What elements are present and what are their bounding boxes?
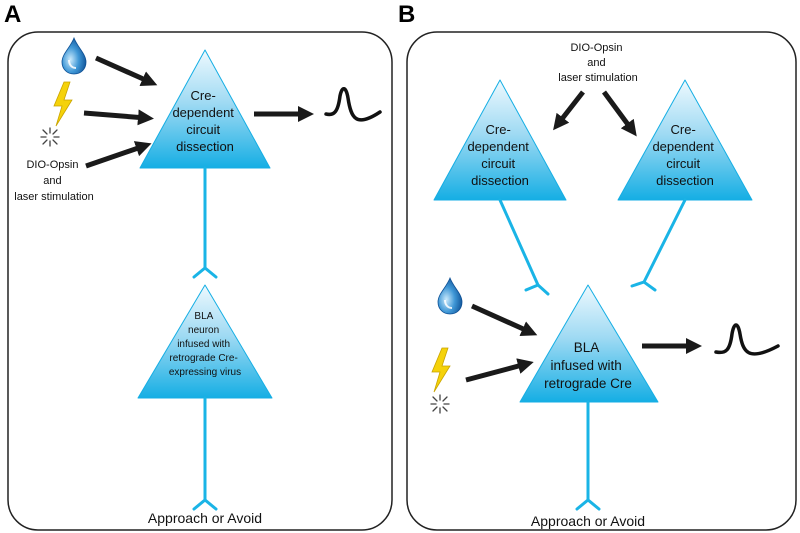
panel-b-left-axon-terminal [524, 283, 550, 296]
panel-a-top-axon-terminal [192, 266, 218, 279]
panel-b-right-axon [642, 198, 687, 284]
panel-b-bla-axon-terminal [575, 498, 601, 511]
panel-b-arrow-drop [470, 303, 538, 337]
panel-b-left-axon [498, 198, 540, 287]
panel-b-left-neuron-label: Cre- dependent circuit dissection [467, 122, 532, 188]
panel-a-arrow-laser [85, 141, 152, 169]
panel-a-top-neuron-label: Cre- dependent circuit dissection [172, 88, 237, 154]
panel-a-output-label: Approach or Avoid [148, 510, 262, 526]
panel-b-stim-label: DIO-Opsin and laser stimulation [558, 42, 637, 84]
panel-a-stim-label: DIO-Opsin and laser stimulation [14, 159, 93, 203]
panel-a-letter: A [4, 1, 21, 28]
panel-b-frame [406, 31, 797, 531]
panel-a-arrow-drop [94, 55, 158, 87]
panel-b-arrow-bolt [465, 358, 534, 383]
panel-b: B DIO-Opsin and laser stimulation Cre- d… [398, 1, 797, 531]
panel-b-letter: B [398, 1, 415, 28]
panel-a-frame [7, 31, 393, 531]
panel-b-bla-neuron-label: BLA infused with retrograde Cre [544, 340, 632, 391]
panel-a-bla-axon-terminal [192, 498, 218, 511]
action-potential-icon [714, 323, 780, 356]
panel-b-arrow-right-neuron [601, 90, 637, 137]
panel-b-right-axon-terminal [630, 280, 657, 292]
panel-b-output-label: Approach or Avoid [531, 513, 645, 529]
panel-a: A Cre- dependent circuit dissection BLA … [4, 1, 393, 531]
panel-b-right-neuron-label: Cre- dependent circuit dissection [652, 122, 717, 188]
panel-a-arrow-bolt [83, 109, 154, 126]
panel-b-arrow-left-neuron [553, 90, 585, 131]
action-potential-icon [324, 87, 382, 122]
panel-a-bla-neuron-label: BLA neuron infused with retrograde Cre- … [169, 311, 241, 378]
